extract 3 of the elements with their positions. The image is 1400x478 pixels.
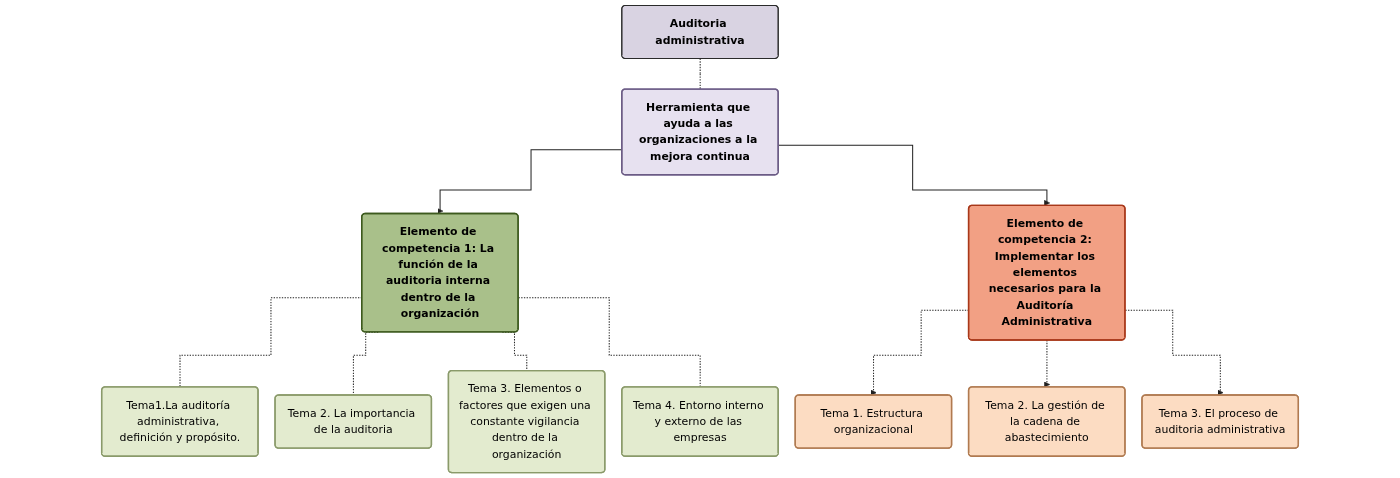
arrow [1044, 339, 1051, 388]
connector [699, 58, 701, 90]
arrow [778, 144, 1051, 206]
